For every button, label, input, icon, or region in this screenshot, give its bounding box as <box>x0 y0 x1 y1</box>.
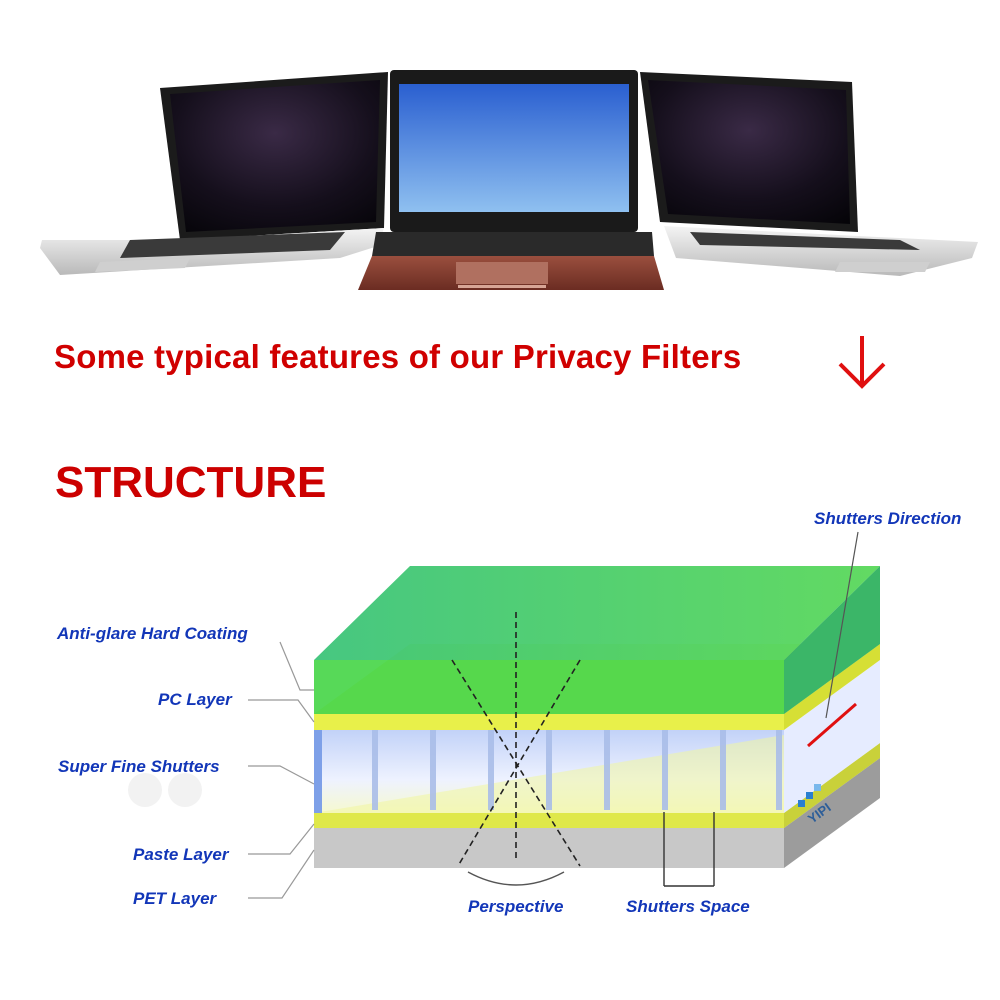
shutters-space-bracket <box>663 812 715 887</box>
label-pet-layer: PET Layer <box>133 889 218 908</box>
anti-glare-coating <box>314 566 880 714</box>
perspective-lines <box>451 612 581 867</box>
leader-lines <box>248 641 315 899</box>
shutters-direction-indicator <box>807 531 859 748</box>
label-shutters: Super Fine Shutters <box>58 757 220 776</box>
watermark-circle <box>128 773 162 807</box>
label-paste-layer: Paste Layer <box>133 845 230 864</box>
label-anti-glare: Anti-glare Hard Coating <box>56 624 248 643</box>
center-laptop-image <box>358 70 664 290</box>
headline: Some typical features of our Privacy Fil… <box>54 338 741 375</box>
layer-diagram: YIPI <box>128 531 880 899</box>
watermark-circle <box>168 773 202 807</box>
label-perspective: Perspective <box>468 897 563 916</box>
section-title: STRUCTURE <box>55 458 326 507</box>
left-laptop-image <box>40 72 388 275</box>
label-pc-layer: PC Layer <box>158 690 233 709</box>
down-arrow-icon <box>838 336 886 389</box>
perspective-arc <box>467 871 565 886</box>
right-laptop-image <box>640 72 978 276</box>
label-shutters-direction: Shutters Direction <box>814 509 961 528</box>
super-fine-shutters <box>314 730 782 813</box>
label-shutters-space: Shutters Space <box>626 897 750 916</box>
